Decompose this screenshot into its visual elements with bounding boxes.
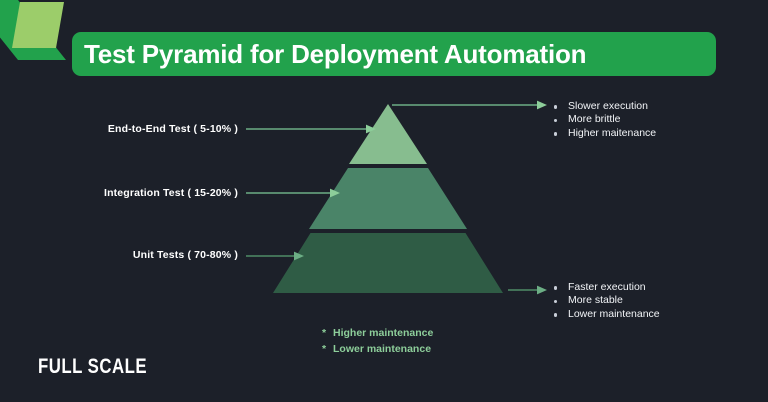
footnote-text: Higher maintenance [333,327,434,339]
annotation-list-bottom: Faster execution More stable Lower maint… [552,281,660,321]
asterisk-icon: * [322,327,327,339]
connector-arrow-unit [246,251,304,261]
connector-arrow-base-notes [508,285,547,295]
list-item: Lower maintenance [552,308,660,321]
annotation-list-top: Slower execution More brittle Higher mai… [552,100,656,140]
tier-label-end-to-end: End-to-End Test ( 5-10% ) [107,123,238,135]
list-item: Faster execution [552,281,660,294]
footnote-row: * Higher maintenance [322,325,433,341]
footnote-text: Lower maintenance [333,343,432,355]
asterisk-icon: * [322,343,327,355]
footnote-block: * Higher maintenance * Lower maintenance [322,325,433,357]
pyramid-tier-integration [309,168,467,229]
connector-arrow-end-to-end [246,124,376,134]
pyramid-tier-unit [273,233,503,293]
connector-arrow-integration [246,188,340,198]
brand-wordmark: FULL SCALE [38,355,148,378]
list-item: More stable [552,294,660,307]
footnote-row: * Lower maintenance [322,341,433,357]
list-item: Slower execution [552,100,656,113]
page-title: Test Pyramid for Deployment Automation [84,38,587,69]
full-scale-logo-mark [0,0,66,60]
list-item: More brittle [552,113,656,126]
tier-label-unit: Unit Tests ( 70-80% ) [132,249,238,261]
logo-shape-light [12,2,64,48]
pyramid-tier-end-to-end [349,104,427,164]
connector-arrow-apex-notes [392,100,547,110]
list-item: Higher maitenance [552,127,656,140]
tier-label-integration: Integration Test ( 15-20% ) [104,187,238,199]
title-banner: Test Pyramid for Deployment Automation [72,32,716,76]
